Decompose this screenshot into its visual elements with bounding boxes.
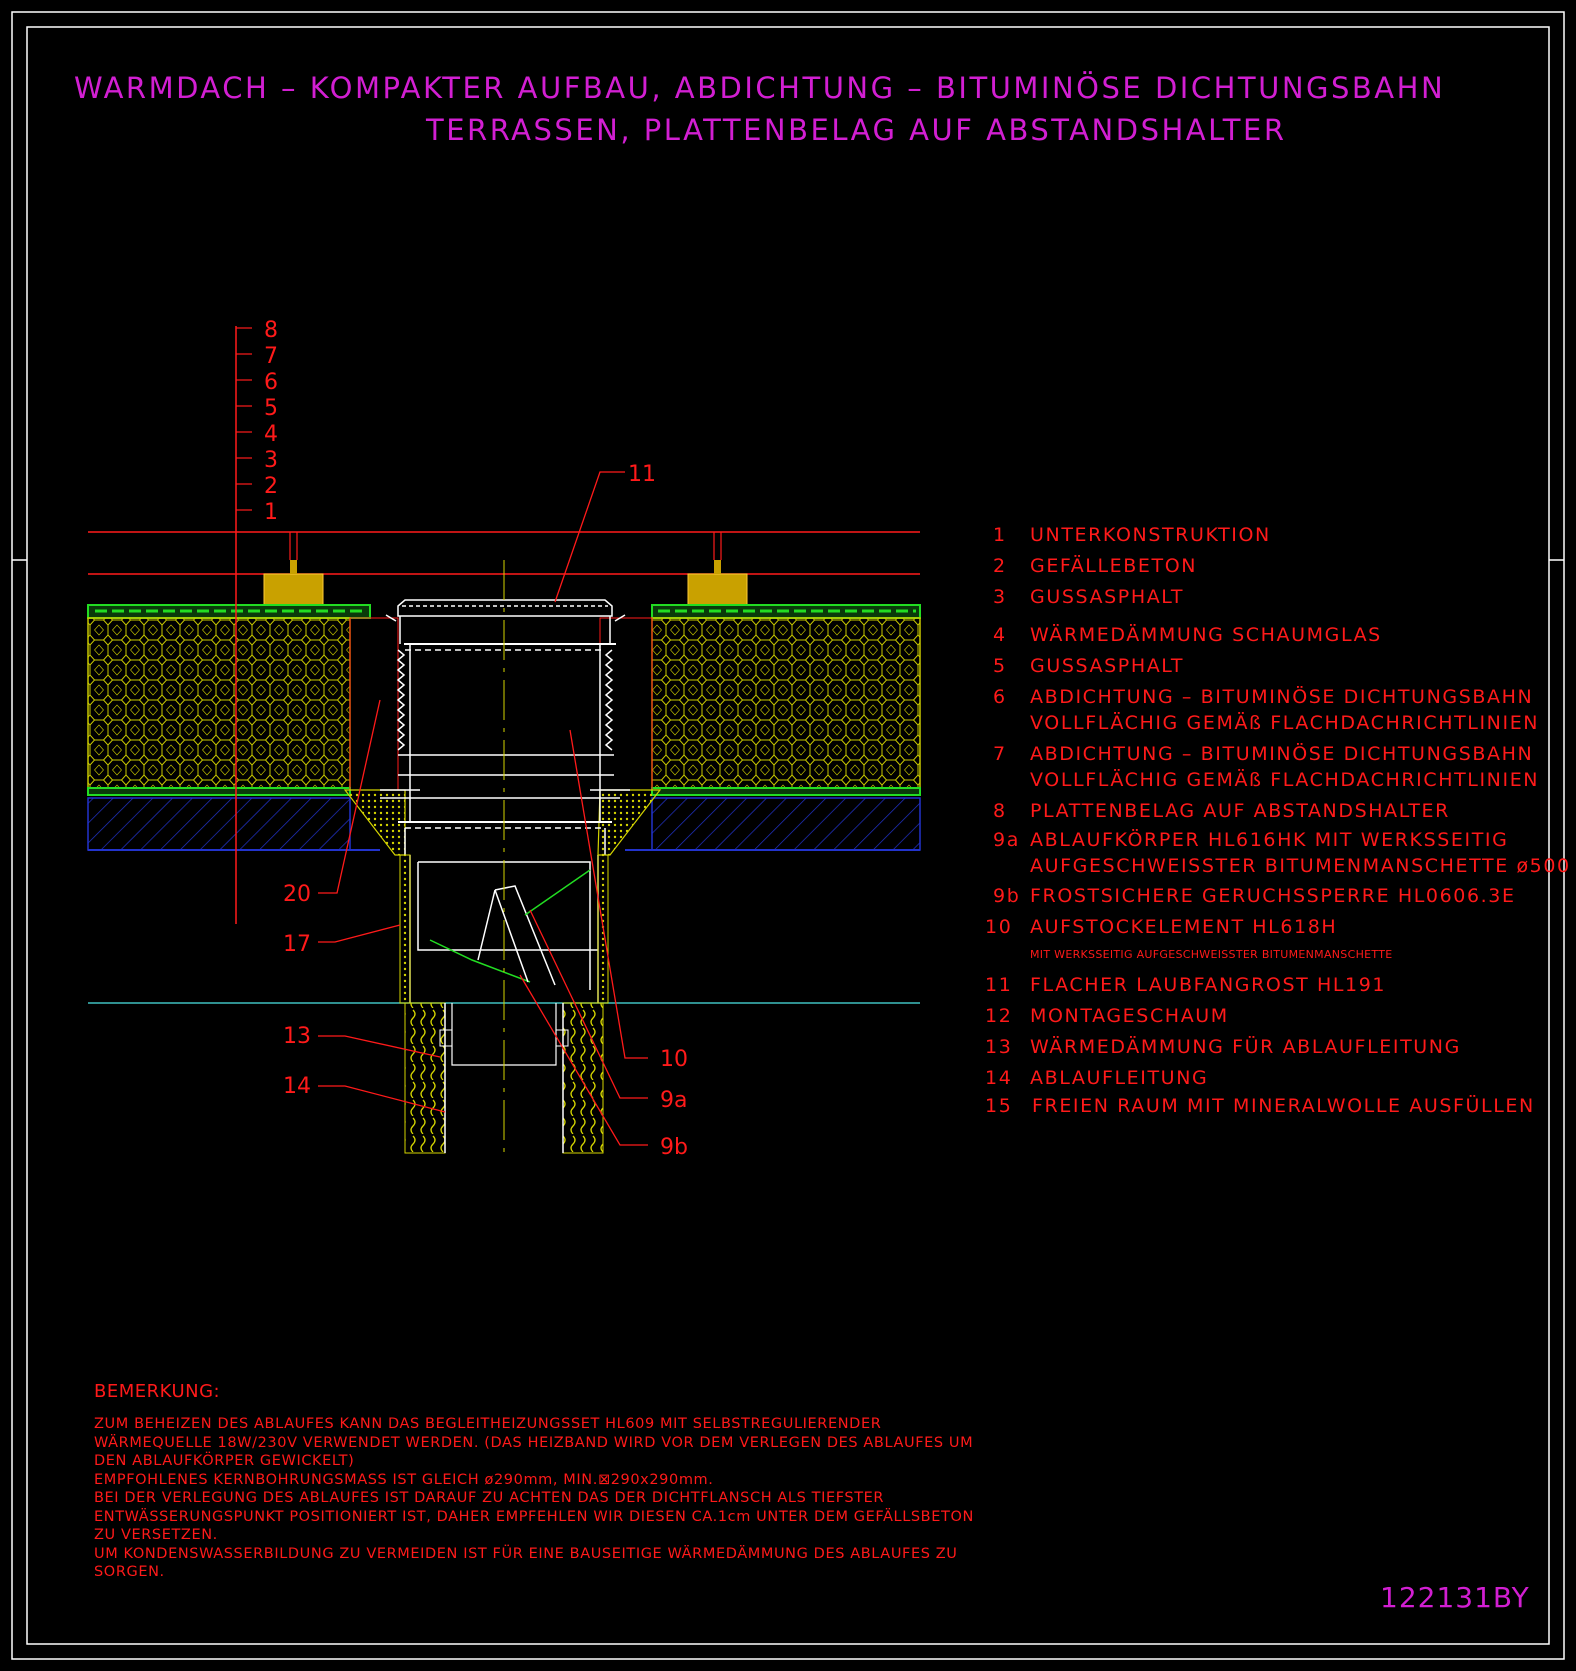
note-line: DEN ABLAUFKÖRPER GEWICKELT) xyxy=(94,1451,354,1469)
note-line: EMPFOHLENES KERNBOHRUNGSMASS IST GLEICH … xyxy=(94,1472,714,1488)
outer-frame xyxy=(11,11,1565,1660)
callout-9a: 9a xyxy=(660,1088,687,1113)
legend-text: ABDICHTUNG – BITUMINÖSE DICHTUNGSBAHN xyxy=(1030,742,1533,765)
note-line: WÄRMEQUELLE 18W/230V VERWENDET WERDEN. (… xyxy=(94,1433,973,1451)
legend-num: 5 xyxy=(993,655,1007,677)
legend-text: AUFSTOCKELEMENT HL618H xyxy=(1030,916,1337,938)
legend-text: ABLAUFLEITUNG xyxy=(1030,1067,1208,1089)
legend-text: GEFÄLLEBETON xyxy=(1030,554,1197,577)
scale-label-8: 8 xyxy=(264,318,278,343)
callout-17: 17 xyxy=(283,932,311,957)
legend: 1 UNTERKONSTRUKTION 2 GEFÄLLEBETON 3 GUS… xyxy=(985,524,1576,1117)
note-line: ZU VERSETZEN. xyxy=(94,1527,218,1543)
legend-num: 4 xyxy=(993,624,1007,646)
legend-text: FROSTSICHERE GERUCHSSPERRE HL0606.3E xyxy=(1030,885,1516,907)
layer-scale: 8 7 6 5 4 3 2 1 xyxy=(235,318,278,924)
notes-heading: BEMERKUNG: xyxy=(94,1381,220,1402)
notes: BEMERKUNG: ZUM BEHEIZEN DES ABLAUFES KAN… xyxy=(94,1381,974,1580)
note-line: ZUM BEHEIZEN DES ABLAUFES KANN DAS BEGLE… xyxy=(94,1416,881,1432)
legend-num: 13 xyxy=(985,1036,1012,1058)
legend-num: 9a xyxy=(993,829,1020,851)
legend-text: WÄRMEDÄMMUNG SCHAUMGLAS xyxy=(1030,623,1382,646)
scale-label-7: 7 xyxy=(264,344,278,369)
foam-cone-right xyxy=(597,789,662,856)
legend-text-small: MIT WERKSSEITIG AUFGESCHWEISSTER BITUMEN… xyxy=(1030,948,1393,961)
legend-num: 15 xyxy=(985,1095,1012,1117)
legend-text: UNTERKONSTRUKTION xyxy=(1030,524,1271,546)
legend-num: 2 xyxy=(993,555,1007,577)
legend-text: GUSSASPHALT xyxy=(1030,655,1184,677)
drain-pipe xyxy=(404,1002,604,1154)
callout-13: 13 xyxy=(283,1024,311,1049)
scale-label-2: 2 xyxy=(264,474,278,499)
callout-14: 14 xyxy=(283,1074,311,1099)
legend-text: PLATTENBELAG AUF ABSTANDSHALTER xyxy=(1030,800,1450,822)
callout-11: 11 xyxy=(628,462,656,487)
note-line: BEI DER VERLEGUNG DES ABLAUFES IST DARAU… xyxy=(94,1490,884,1506)
insulation-left xyxy=(87,617,351,789)
legend-text: GUSSASPHALT xyxy=(1030,586,1184,608)
foam-cone-left xyxy=(343,789,406,856)
legend-num: 7 xyxy=(993,743,1007,765)
legend-text-cont: VOLLFLÄCHIG GEMÄß FLACHDACHRICHTLINIEN xyxy=(1030,768,1539,791)
legend-num: 10 xyxy=(985,916,1012,938)
concrete-right xyxy=(651,797,921,851)
scale-label-6: 6 xyxy=(264,370,278,395)
insulation-right xyxy=(651,617,921,789)
legend-text: ABDICHTUNG – BITUMINÖSE DICHTUNGSBAHN xyxy=(1030,685,1533,708)
title-line-1: WARMDACH – KOMPAKTER AUFBAU, ABDICHTUNG … xyxy=(74,71,1445,105)
spacer-left xyxy=(263,573,324,607)
drawing-code: 122131BY xyxy=(1380,1581,1530,1614)
legend-num: 11 xyxy=(985,974,1012,996)
section-drawing: 8 7 6 5 4 3 2 1 11 20 17 13 14 10 9a 9b xyxy=(87,318,921,1160)
leader-lines xyxy=(318,471,648,1146)
note-line: SORGEN. xyxy=(94,1564,165,1580)
scale-label-5: 5 xyxy=(264,396,278,421)
callout-10: 10 xyxy=(660,1047,688,1072)
legend-text: WÄRMEDÄMMUNG FÜR ABLAUFLEITUNG xyxy=(1030,1035,1461,1058)
spacer-right xyxy=(687,573,748,607)
legend-num: 3 xyxy=(993,586,1007,608)
inner-frame xyxy=(26,26,1550,1645)
concrete-left xyxy=(87,797,351,851)
scale-label-3: 3 xyxy=(264,448,278,473)
legend-num: 9b xyxy=(993,885,1020,907)
note-line: UM KONDENSWASSERBILDUNG ZU VERMEIDEN IST… xyxy=(94,1544,958,1562)
legend-num: 1 xyxy=(993,524,1007,546)
callout-9b: 9b xyxy=(660,1135,688,1160)
legend-text-cont: VOLLFLÄCHIG GEMÄß FLACHDACHRICHTLINIEN xyxy=(1030,711,1539,734)
callout-20: 20 xyxy=(283,882,311,907)
legend-text: ABLAUFKÖRPER HL616HK MIT WERKSSEITIG xyxy=(1030,828,1508,851)
legend-num: 6 xyxy=(993,686,1007,708)
drain-body xyxy=(380,599,630,1003)
scale-label-1: 1 xyxy=(264,500,278,525)
legend-num: 14 xyxy=(985,1067,1012,1089)
legend-text-cont: AUFGESCHWEISSTER BITUMENMANSCHETTE ø500 … xyxy=(1030,855,1576,877)
legend-text: FREIEN RAUM MIT MINERALWOLLE AUSFÜLLEN xyxy=(1032,1094,1535,1117)
scale-label-4: 4 xyxy=(264,422,278,447)
title-line-2: TERRASSEN, PLATTENBELAG AUF ABSTANDSHALT… xyxy=(425,113,1287,147)
legend-text: FLACHER LAUBFANGROST HL191 xyxy=(1030,974,1386,996)
legend-num: 8 xyxy=(993,800,1007,822)
note-line: ENTWÄSSERUNGSPUNKT POSITIONIERT IST, DAH… xyxy=(94,1507,974,1525)
legend-num: 12 xyxy=(985,1005,1012,1027)
legend-text: MONTAGESCHAUM xyxy=(1030,1005,1229,1027)
